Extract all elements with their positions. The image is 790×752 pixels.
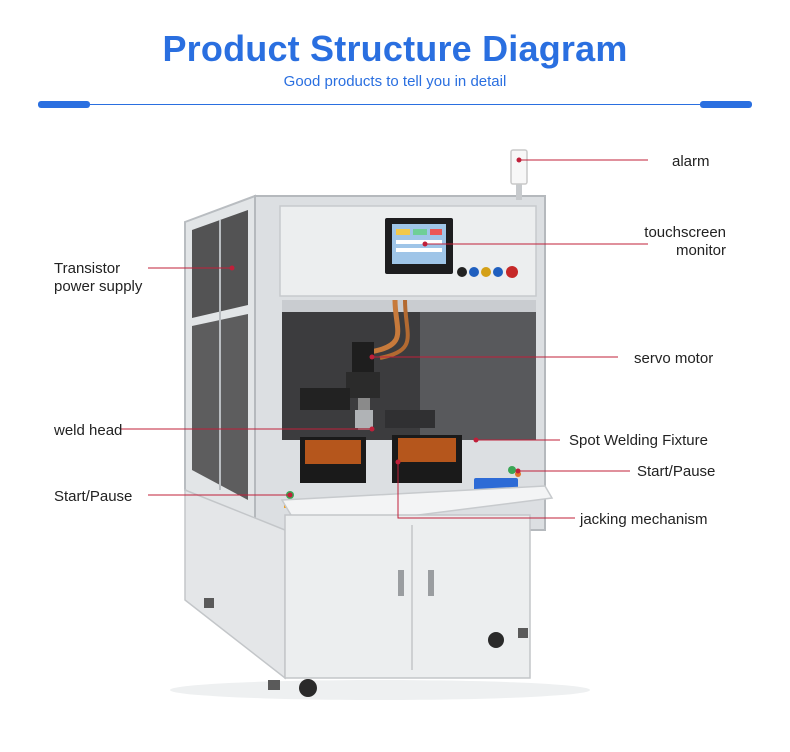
weld-head bbox=[355, 410, 373, 428]
label-touchscreen-monitor: touchscreen monitor bbox=[600, 224, 726, 260]
servo-motor bbox=[352, 342, 374, 372]
divider-cap-right bbox=[700, 101, 752, 108]
alarm-light bbox=[510, 149, 528, 185]
label-start-pause-right: Start/Pause bbox=[637, 463, 716, 480]
label-alarm: alarm bbox=[672, 153, 710, 170]
page-title: Product Structure Diagram bbox=[162, 28, 628, 69]
label-transistor-power-supply: Transistor power supply bbox=[54, 260, 142, 296]
start-pause-button-right bbox=[508, 466, 516, 474]
label-servo-motor: servo motor bbox=[634, 350, 714, 367]
page-subtitle: Good products to tell you in detail bbox=[283, 73, 507, 90]
label-touchscreen-line2: monitor bbox=[675, 242, 726, 259]
label-weld-head: weld head bbox=[54, 422, 123, 439]
label-spot-welding-fixture: Spot Welding Fixture bbox=[569, 432, 708, 449]
label-transistor-line1: Transistor bbox=[54, 260, 121, 277]
divider-line bbox=[38, 104, 752, 105]
spot-welding-fixture-right bbox=[392, 435, 462, 483]
cabinet-front bbox=[284, 514, 531, 679]
label-start-pause-left: Start/Pause bbox=[54, 488, 133, 505]
label-transistor-line2: power supply bbox=[54, 278, 143, 295]
spot-welding-fixture-left bbox=[300, 437, 366, 483]
divider-cap-left bbox=[38, 101, 90, 108]
label-touchscreen-line1: touchscreen bbox=[644, 224, 726, 241]
label-jacking-mechanism: jacking mechanism bbox=[580, 511, 708, 528]
